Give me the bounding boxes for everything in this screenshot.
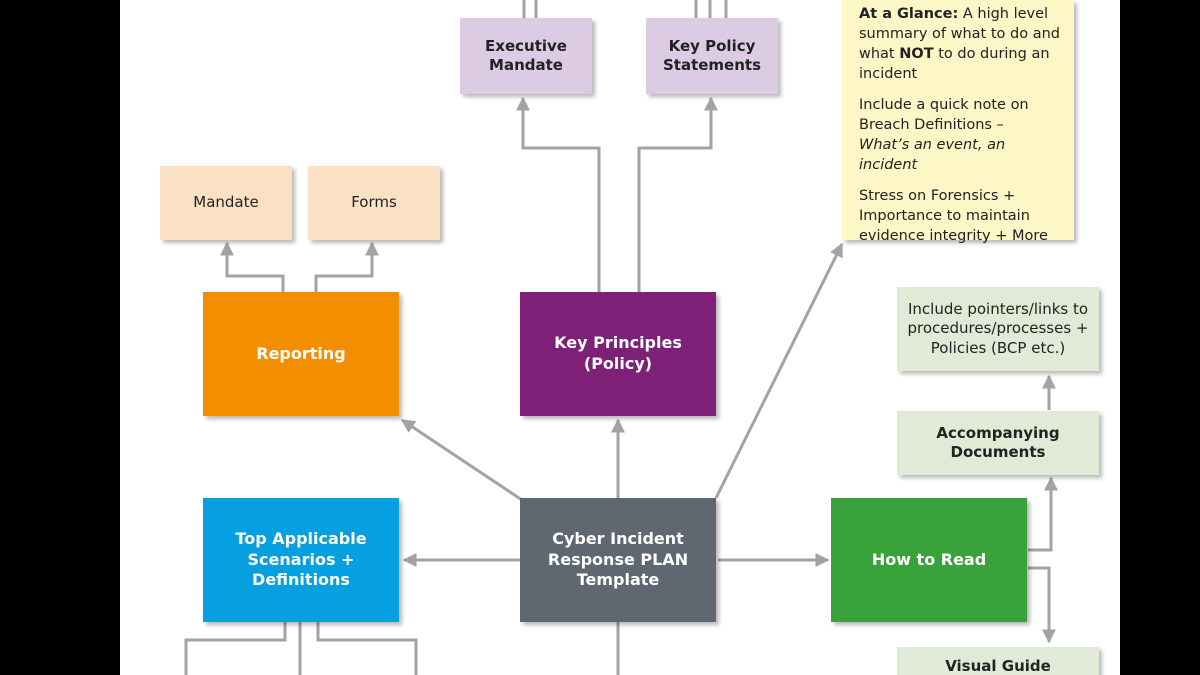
cyber-incident-plan-line-1: Cyber Incident xyxy=(552,528,684,548)
how-to-read-label: How to Read xyxy=(871,549,987,569)
at-a-glance-summary: At a Glance: A high level summary of wha… xyxy=(859,4,1064,84)
diagram-canvas: Executive Mandate Key Policy Statements … xyxy=(120,0,1120,675)
connector-reporting-to-mandate xyxy=(220,241,285,292)
top-scenarios-line-1: Top Applicable xyxy=(235,528,367,548)
top-scenarios-node[interactable]: Top Applicable Scenarios + Definitions xyxy=(203,498,399,622)
top-scenarios-line-3: Definitions xyxy=(252,570,350,590)
pointers-links-line-2: procedures/processes + xyxy=(907,319,1089,338)
connector-reporting-to-forms xyxy=(314,241,379,292)
key-policy-statements-line-1: Key Policy xyxy=(668,36,756,55)
key-policy-statements-node[interactable]: Key Policy Statements xyxy=(646,18,778,94)
forms-label: Forms xyxy=(351,193,397,212)
connector-scenarios-branch-left xyxy=(184,622,287,675)
connector-layer xyxy=(184,0,1058,675)
at-a-glance-emphasis: NOT xyxy=(899,46,934,62)
executive-mandate-line-2: Mandate xyxy=(489,56,563,74)
connector-how-to-read-to-visual-guide xyxy=(1028,566,1056,644)
pointers-links-line-3: Policies (BCP etc.) xyxy=(930,338,1066,357)
reporting-label: Reporting xyxy=(256,343,346,363)
mandate-label: Mandate xyxy=(193,193,259,212)
key-principles-line-2: (Policy) xyxy=(583,354,653,373)
cyber-incident-plan-line-3: Template xyxy=(576,570,660,590)
at-a-glance-text-1: A high level summary of what to do and w… xyxy=(859,6,1060,62)
at-a-glance-text-2: to do during an incident xyxy=(859,46,1050,82)
connector-center-to-reporting xyxy=(400,418,523,502)
connector-principles-to-exec-mandate xyxy=(516,96,601,292)
executive-mandate-node[interactable]: Executive Mandate xyxy=(460,18,592,94)
reporting-node[interactable]: Reporting xyxy=(203,292,399,416)
cyber-incident-plan-node[interactable]: Cyber Incident Response PLAN Template xyxy=(520,498,716,622)
how-to-read-node[interactable]: How to Read xyxy=(831,498,1027,622)
cyber-incident-plan-line-2: Response PLAN xyxy=(547,549,689,569)
at-a-glance-breach: Include a quick note on Breach Definitio… xyxy=(859,95,1064,175)
connector-scenarios-branch-right xyxy=(316,622,418,675)
connector-principles-to-policy-statements xyxy=(637,96,718,292)
pointers-links-line-1: Include pointers/links to xyxy=(907,299,1089,318)
pointers-links-node[interactable]: Include pointers/links to procedures/pro… xyxy=(897,287,1099,371)
key-principles-line-1: Key Principles xyxy=(554,333,682,353)
key-principles-node[interactable]: Key Principles (Policy) xyxy=(520,292,716,416)
visual-guide-node[interactable]: Visual Guide xyxy=(897,647,1099,675)
accompanying-documents-line-1: Accompanying xyxy=(936,423,1060,442)
forms-node[interactable]: Forms xyxy=(308,166,440,240)
key-policy-statements-line-2: Statements xyxy=(662,56,762,74)
at-a-glance-note: At a Glance: A high level summary of wha… xyxy=(842,0,1074,244)
accompanying-documents-line-2: Documents xyxy=(950,443,1046,461)
connector-how-to-read-to-accompanying xyxy=(1028,476,1058,552)
mandate-node[interactable]: Mandate xyxy=(160,166,292,240)
accompanying-documents-node[interactable]: Accompanying Documents xyxy=(897,411,1099,475)
at-a-glance-breach-line: Include a quick note on Breach Definitio… xyxy=(859,97,1029,133)
at-a-glance-breach-italic: What’s an event, an incident xyxy=(859,137,1006,173)
at-a-glance-forensics: Stress on Forensics + Importance to main… xyxy=(859,188,1048,244)
visual-guide-label: Visual Guide xyxy=(945,657,1051,675)
at-a-glance-heading: At a Glance: xyxy=(859,6,959,22)
connector-center-to-at-a-glance xyxy=(714,242,844,499)
top-scenarios-line-2: Scenarios + xyxy=(247,549,355,569)
executive-mandate-line-1: Executive xyxy=(485,36,567,55)
